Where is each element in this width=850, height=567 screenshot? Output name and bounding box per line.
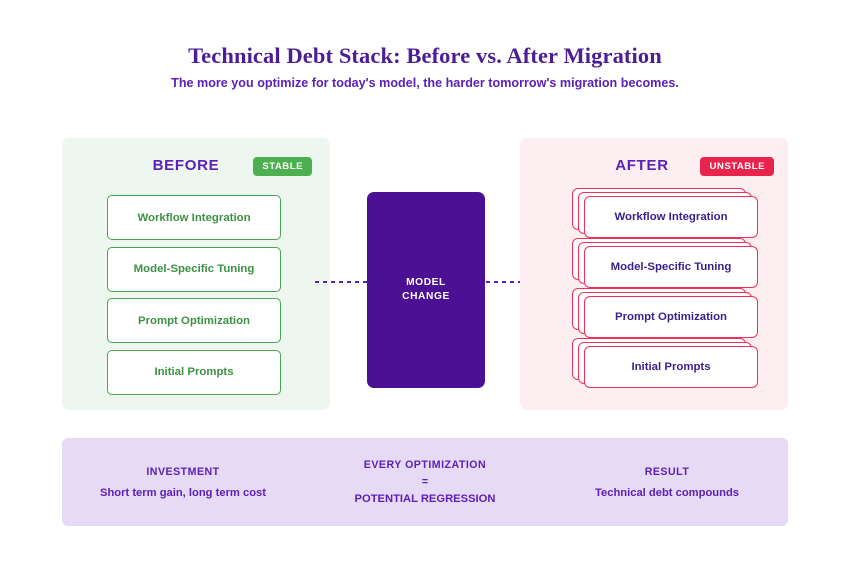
model-change-line2: CHANGE — [402, 291, 450, 302]
footer-subtext: Short term gain, long term cost — [100, 486, 266, 499]
before-card[interactable]: Initial Prompts — [107, 349, 281, 395]
after-card-stack[interactable]: Initial Prompts — [572, 338, 762, 388]
footer-heading: RESULT — [644, 465, 690, 478]
footer-column-optimization: EVERY OPTIMIZATION = POTENTIAL REGRESSIO… — [304, 438, 546, 526]
footer-subtext: Technical debt compounds — [595, 486, 739, 499]
footer-column-result: RESULT Technical debt compounds — [546, 438, 788, 526]
before-card-label: Initial Prompts — [154, 366, 234, 378]
dotted-line-in-icon — [315, 281, 367, 283]
before-card-label: Workflow Integration — [137, 211, 251, 224]
footer-subtext: POTENTIAL REGRESSION — [354, 493, 496, 505]
after-card[interactable]: Model-Specific Tuning — [584, 246, 758, 288]
after-card[interactable]: Workflow Integration — [584, 196, 758, 238]
after-panel-header: AFTER UNSTABLE — [520, 157, 788, 179]
before-card-label: Model-Specific Tuning — [133, 263, 255, 275]
footer-heading: INVESTMENT — [146, 465, 220, 478]
model-change-block: MODEL CHANGE — [367, 192, 485, 388]
status-badge-stable: STABLE — [253, 157, 312, 176]
after-card-label: Initial Prompts — [631, 361, 711, 373]
before-card-label: Prompt Optimization — [137, 314, 250, 327]
summary-footer: INVESTMENT Short term gain, long term co… — [62, 438, 788, 526]
after-card-stack[interactable]: Prompt Optimization — [572, 288, 762, 338]
after-card-stack[interactable]: Workflow Integration — [572, 188, 762, 238]
after-panel-title: AFTER — [615, 157, 669, 174]
after-card-label: Workflow Integration — [614, 211, 728, 223]
dotted-line-out-icon — [486, 281, 530, 283]
after-card-label: Model-Specific Tuning — [610, 261, 732, 273]
after-card[interactable]: Initial Prompts — [584, 346, 758, 388]
after-card-list: Workflow Integration Model-Specific Tuni… — [572, 188, 762, 388]
model-change-label: MODEL CHANGE — [402, 276, 450, 304]
before-panel-title: BEFORE — [152, 157, 220, 174]
footer-heading: EVERY OPTIMIZATION — [363, 459, 487, 471]
page-subtitle: The more you optimize for today's model,… — [171, 76, 679, 90]
before-card[interactable]: Prompt Optimization — [107, 298, 281, 343]
after-card[interactable]: Prompt Optimization — [584, 296, 758, 338]
before-card[interactable]: Model-Specific Tuning — [107, 246, 281, 292]
footer-column-investment: INVESTMENT Short term gain, long term co… — [62, 438, 304, 526]
after-card-stack[interactable]: Model-Specific Tuning — [572, 238, 762, 288]
page-title: Technical Debt Stack: Before vs. After M… — [188, 43, 662, 68]
after-panel: AFTER UNSTABLE Workflow Integration Mode… — [520, 138, 788, 410]
after-card-label: Prompt Optimization — [614, 311, 727, 323]
model-change-line1: MODEL — [406, 277, 446, 288]
before-panel: BEFORE STABLE Workflow Integration Model… — [62, 138, 330, 410]
status-badge-unstable: UNSTABLE — [700, 157, 774, 176]
before-card[interactable]: Workflow Integration — [107, 195, 281, 240]
before-panel-header: BEFORE STABLE — [62, 157, 330, 179]
before-card-list: Workflow Integration Model-Specific Tuni… — [107, 195, 281, 401]
footer-equals-sign: = — [421, 476, 429, 488]
